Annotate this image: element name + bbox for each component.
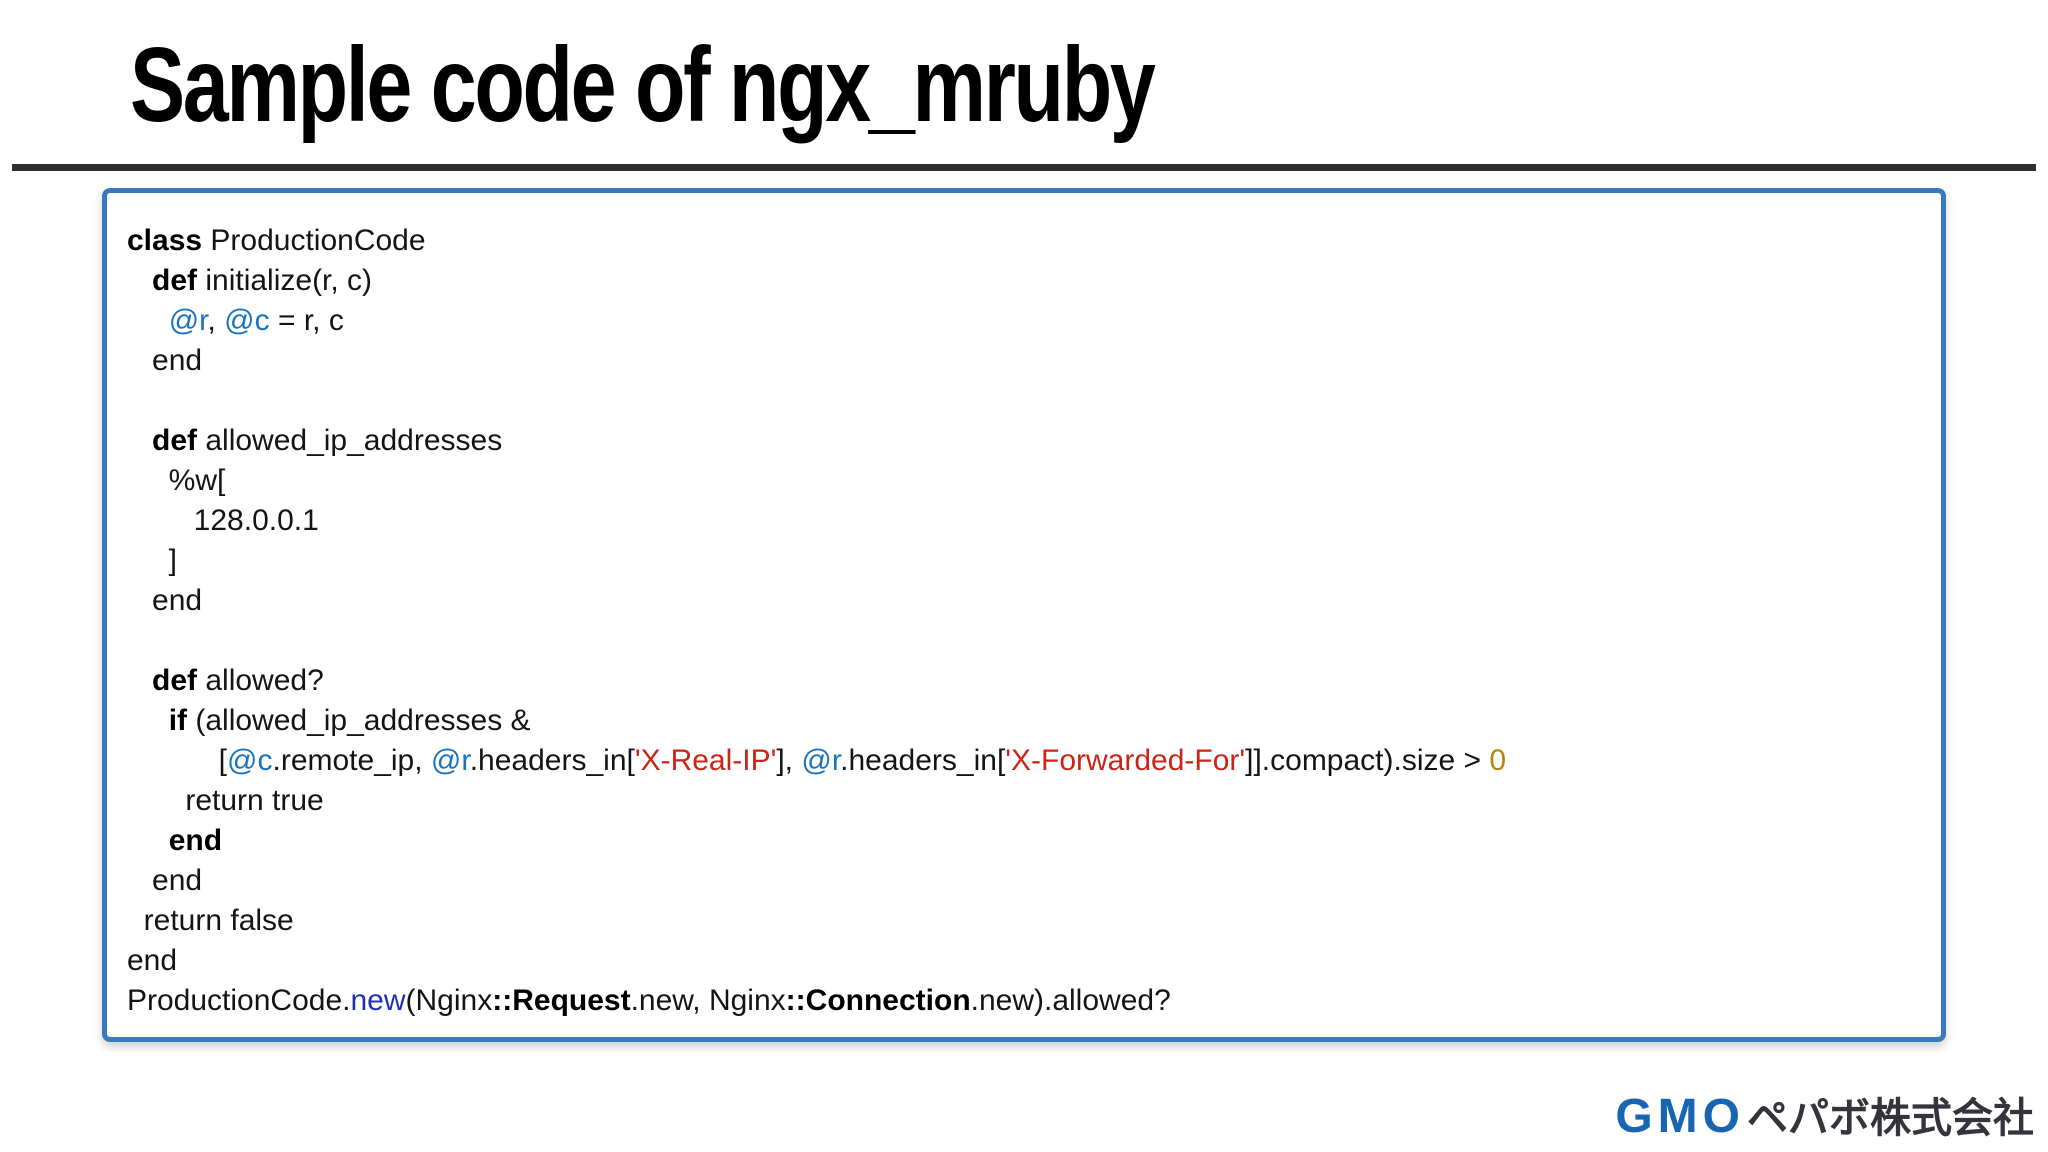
code-line: @r, @c = r, c [168,304,344,337]
code-line: end [168,824,223,857]
code-line: def allowed_ip_addresses [152,424,503,457]
page-title: Sample code of ngx_mruby [130,26,1156,144]
code-line: end [127,584,203,617]
code-line: return false [127,904,294,937]
code-line: return true [127,784,324,817]
code-line: class ProductionCode [127,224,426,257]
code-line: [@c.remote_ip, @r.headers_in['X-Real-IP'… [127,744,1507,777]
code-line: def initialize(r, c) [152,264,373,297]
code-line: end [127,864,203,897]
code-line: ] [127,544,178,577]
code-line: def allowed? [152,664,324,697]
code-line: end [127,344,203,377]
code-box: class ProductionCode def initialize(r, c… [102,188,1946,1042]
code-line: if (allowed_ip_addresses & [168,704,531,737]
company-name-text: ペパボ株式会社 [1747,1095,2034,1141]
code-line [127,381,1931,421]
title-divider [12,164,2036,171]
company-logo: GMO ペパボ株式会社 [1615,1084,2034,1144]
gmo-logo-text: GMO [1615,1090,1745,1143]
code-line: ProductionCode.new(Nginx::Request.new, N… [127,984,1171,1017]
code-line [127,621,1931,661]
code-line: %w[ [127,464,226,497]
code-block: class ProductionCode def initialize(r, c… [127,221,1931,1021]
code-line: end [127,944,178,977]
code-line: 128.0.0.1 [127,504,319,537]
